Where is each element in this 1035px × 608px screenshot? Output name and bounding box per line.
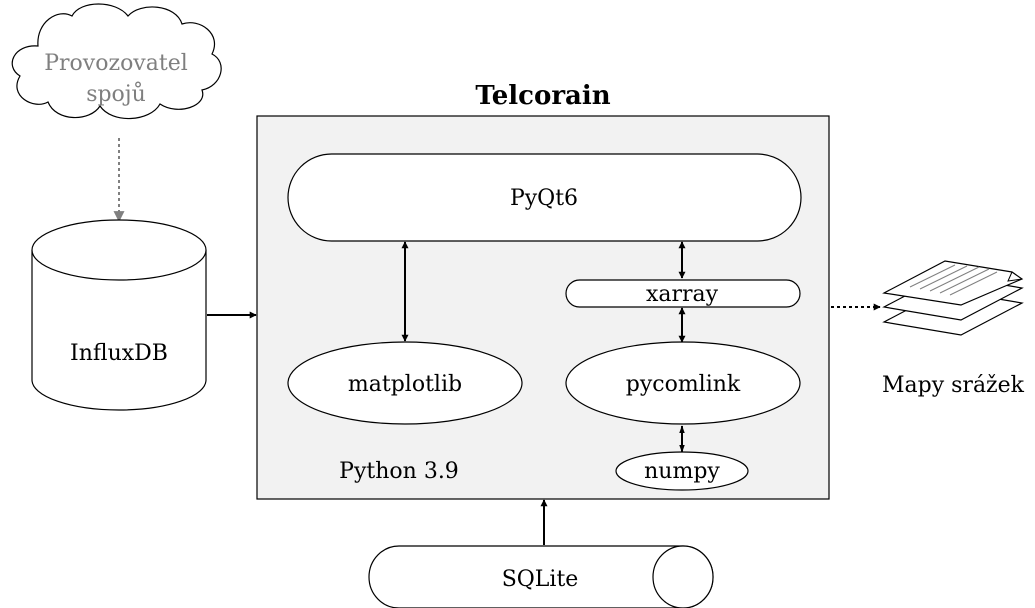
- cloud-icon: [11, 3, 222, 120]
- module-pycomlink-label: pycomlink: [626, 372, 741, 397]
- sqlite-database: SQLite: [368, 545, 714, 608]
- sqlite-cylinder-end: [652, 545, 714, 608]
- cloud-data-provider: Provozovatel spojů: [11, 3, 222, 120]
- output-label: Mapy srážek: [882, 373, 1025, 398]
- module-pycomlink: [565, 341, 801, 425]
- module-xarray-label: xarray: [646, 282, 719, 307]
- influxdb-database: InfluxDB: [31, 219, 207, 411]
- cloud-label-line2: spojů: [86, 80, 146, 107]
- platform-label: Python 3.9: [339, 459, 459, 484]
- cloud-label-line1: Provozovatel: [44, 51, 188, 76]
- module-xarray: [565, 279, 801, 308]
- documents-stack-icon: [882, 260, 1024, 336]
- module-numpy-label: numpy: [644, 459, 720, 484]
- database-cylinder-top: [31, 219, 207, 281]
- module-matplotlib: [287, 341, 523, 425]
- diagram-title: Telcorain: [475, 81, 610, 111]
- database-cylinder-icon: [31, 250, 207, 411]
- module-pyqt6-label: PyQt6: [510, 186, 578, 211]
- sqlite-label: SQLite: [502, 567, 579, 592]
- module-pyqt6: [287, 153, 802, 242]
- influxdb-label: InfluxDB: [70, 341, 168, 366]
- module-numpy: [615, 451, 749, 491]
- module-matplotlib-label: matplotlib: [348, 372, 462, 397]
